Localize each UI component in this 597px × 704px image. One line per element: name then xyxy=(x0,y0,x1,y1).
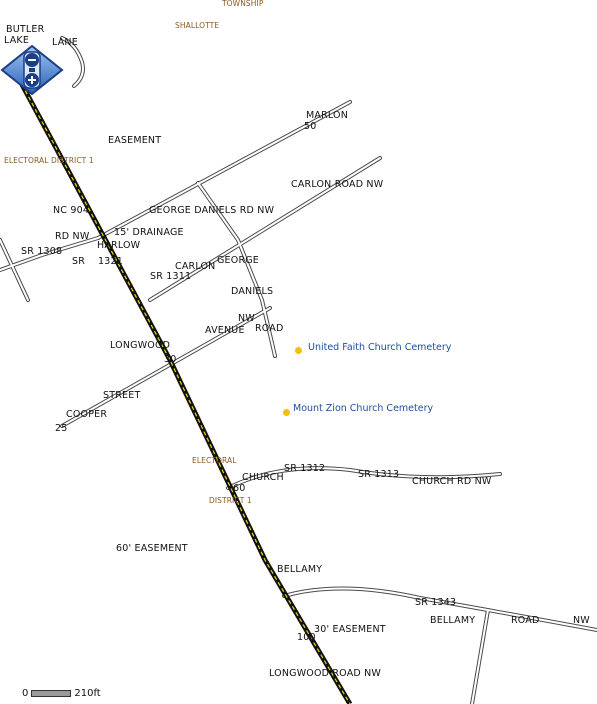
road-label: GEORGE xyxy=(217,255,260,266)
road-label: GEORGE DANIELS RD NW xyxy=(149,205,275,216)
road-label: 1321 xyxy=(98,256,123,267)
road-label: LAKE xyxy=(4,35,30,46)
road-label: SR 1313 xyxy=(358,469,400,480)
easement-label: 60' EASEMENT xyxy=(116,543,188,554)
road-label: SR xyxy=(72,256,86,267)
road-label: NW xyxy=(573,615,590,626)
easement-label: EASEMENT xyxy=(108,135,162,146)
scale-start-label: 0 xyxy=(22,688,29,699)
cemetery-marker[interactable] xyxy=(295,347,302,354)
zoom-in-button[interactable] xyxy=(25,73,39,87)
electoral-label: ELECTORAL xyxy=(192,456,237,465)
road-label: STREET xyxy=(103,390,141,401)
road-label: ROAD xyxy=(511,615,540,626)
road-label: COOPER xyxy=(66,409,108,420)
road-label: 25 xyxy=(55,423,68,434)
township-label: TOWNSHIP xyxy=(222,0,264,8)
road-label: CARLON xyxy=(175,261,216,272)
road-label: MARLON xyxy=(306,110,349,121)
zoom-out-button[interactable] xyxy=(25,53,39,67)
road-label: 30 xyxy=(164,354,177,365)
local-roads xyxy=(0,36,597,704)
poi-label-mount-zion[interactable]: Mount Zion Church Cemetery xyxy=(293,403,434,414)
road-label: BELLAMY xyxy=(277,564,323,575)
cemetery-marker[interactable] xyxy=(283,409,290,416)
minus-icon xyxy=(28,59,36,61)
plus-icon-vertical xyxy=(31,76,33,84)
road-label: HARLOW xyxy=(97,240,141,251)
road-label: SR 1343 xyxy=(415,597,457,608)
road-label: SR 1311 xyxy=(150,271,192,282)
road-label: SR 1308 xyxy=(21,246,63,257)
road-label: ROAD xyxy=(255,323,284,334)
road-label: CHURCH xyxy=(242,472,284,483)
highway-nc-904 xyxy=(9,64,353,704)
electoral-district-label: ELECTORAL DISTRICT 1 xyxy=(4,156,94,165)
zoom-slider-handle[interactable] xyxy=(29,68,35,72)
road-label: BUTLER xyxy=(6,24,45,35)
poi-label-united-faith[interactable]: United Faith Church Cemetery xyxy=(308,342,452,353)
shallotte-label: SHALLOTTE xyxy=(175,21,220,30)
drainage-label: 15' DRAINAGE xyxy=(114,227,184,238)
highway-label: NC 904 xyxy=(53,205,90,216)
scale-bar-graphic xyxy=(31,689,72,697)
district-label: DISTRICT 1 xyxy=(209,496,252,505)
road-label: 100 xyxy=(297,632,316,643)
easement-label: 30' EASEMENT xyxy=(314,624,386,635)
road-label: LONGWOOD ROAD NW xyxy=(269,668,382,679)
road-label: RD NW xyxy=(55,231,90,242)
road-label: DANIELS xyxy=(231,286,274,297)
road-label: 50 xyxy=(304,121,317,132)
road-label: CARLON ROAD NW xyxy=(291,179,384,190)
road-label: 60 xyxy=(233,483,246,494)
road-label: BELLAMY xyxy=(430,615,476,626)
road-label: CHURCH RD NW xyxy=(412,476,492,487)
zoom-control xyxy=(0,44,64,96)
scale-end-label: 210ft xyxy=(74,688,101,699)
road-label: SR 1312 xyxy=(284,463,326,474)
road-label: LANE xyxy=(52,37,78,48)
road-label: LONGWOOD xyxy=(110,340,171,351)
road-label: AVENUE xyxy=(205,325,245,336)
road-label: NW xyxy=(238,313,255,324)
scale-bar: 0 210ft xyxy=(22,688,101,702)
